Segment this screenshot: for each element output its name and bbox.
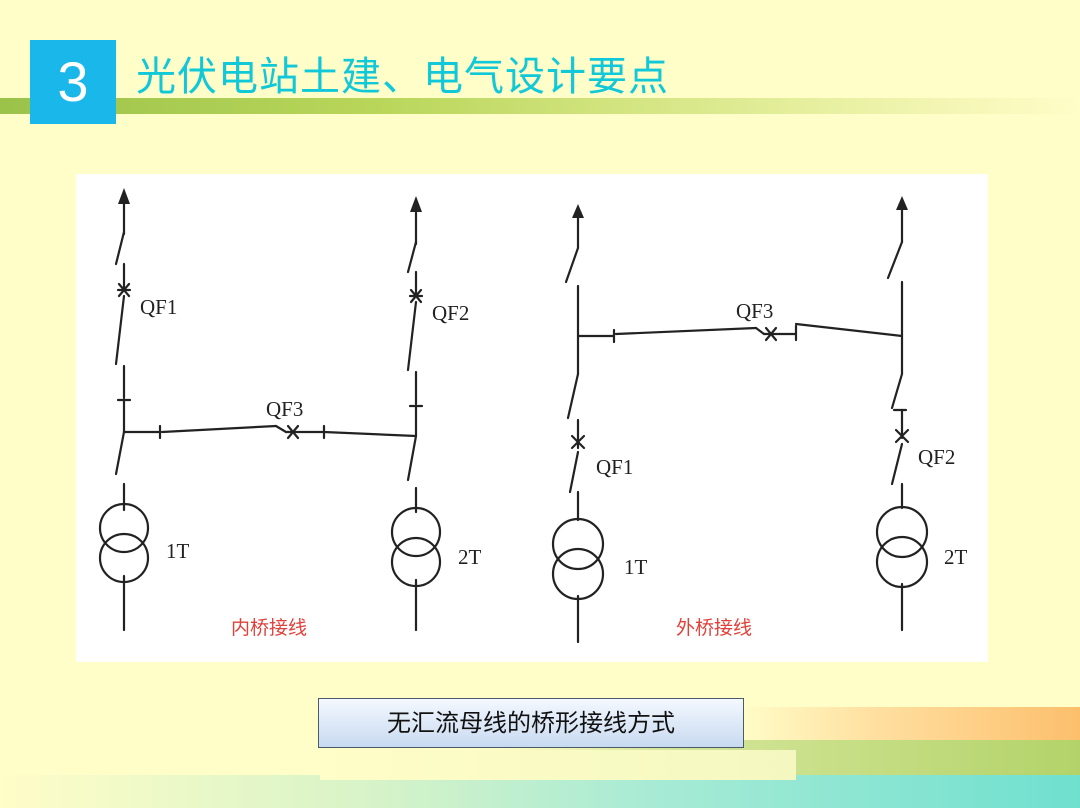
diagram-svg: QF1 QF2 QF3 1T 2T 内桥接线 QF1 QF2 QF3 1T 2T… <box>98 188 968 644</box>
outer-bridge <box>576 322 904 344</box>
figure-caption: 无汇流母线的桥形接线方式 <box>318 698 744 748</box>
outer-caption: 外桥接线 <box>676 617 752 639</box>
inner-qf2-label: QF2 <box>432 301 469 325</box>
inner-left-branch <box>114 202 132 632</box>
outer-2t-label: 2T <box>944 545 968 569</box>
outgoing-arrows <box>118 188 908 218</box>
outer-right-branch <box>886 208 910 632</box>
outer-1t-label: 1T <box>624 555 648 579</box>
inner-bridge <box>122 424 418 440</box>
header-bar <box>0 98 1080 114</box>
decor-stripe-teal <box>0 775 1080 808</box>
inner-2t-label: 2T <box>458 545 482 569</box>
section-number: 3 <box>30 40 116 124</box>
bridge-wiring-diagram: QF1 QF2 QF3 1T 2T 内桥接线 QF1 QF2 QF3 1T 2T… <box>76 174 988 662</box>
outer-left-branch <box>564 216 586 644</box>
decor-stripe-light <box>320 750 796 780</box>
inner-caption: 内桥接线 <box>231 617 307 639</box>
inner-1t-label: 1T <box>166 539 190 563</box>
inner-qf1-label: QF1 <box>140 295 177 319</box>
outer-qf1-label: QF1 <box>596 455 633 479</box>
outer-qf2-label: QF2 <box>918 445 955 469</box>
outer-qf3-label: QF3 <box>736 299 773 323</box>
decor-stripe-orange <box>740 707 1080 741</box>
page-title: 光伏电站土建、电气设计要点 <box>136 54 669 100</box>
inner-right-branch <box>406 210 424 632</box>
inner-qf3-label: QF3 <box>266 397 303 421</box>
